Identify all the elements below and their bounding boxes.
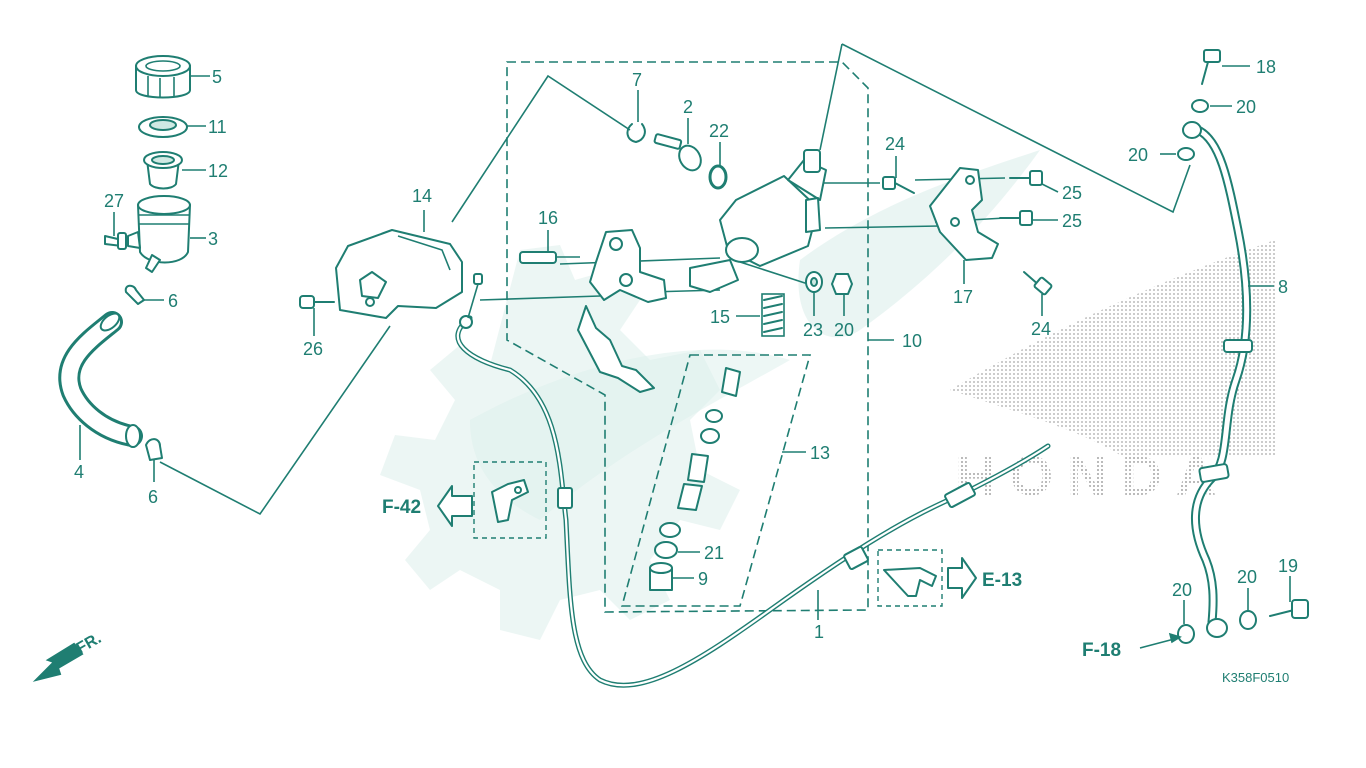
hose-clip-upper[interactable] (124, 284, 145, 305)
callout-12[interactable]: 12 (208, 161, 228, 181)
master-cylinder-cover[interactable] (335, 229, 463, 319)
front-direction-arrow: FR. (32, 630, 104, 682)
bolt-25-upper[interactable] (1009, 170, 1043, 186)
callout-24-upper[interactable]: 24 (885, 134, 905, 154)
callout-20-lower-b[interactable]: 20 (1237, 567, 1257, 587)
callout-18-upper[interactable]: 18 (1256, 57, 1276, 77)
callout-27[interactable]: 27 (104, 191, 124, 211)
callout-23[interactable]: 23 (803, 320, 823, 340)
reservoir-cap[interactable] (135, 55, 191, 99)
f42-inset-frame (473, 461, 547, 539)
clutch-hose[interactable] (1182, 121, 1253, 638)
f42-arrow[interactable] (437, 485, 473, 527)
tank-screw[interactable] (104, 232, 127, 250)
cover-bolt[interactable] (299, 295, 335, 309)
reservoir-hose[interactable] (58, 310, 143, 448)
callout-22[interactable]: 22 (709, 121, 729, 141)
lever-bracket[interactable] (589, 229, 667, 303)
banjo-bolt-lower[interactable] (1269, 599, 1309, 619)
callout-11[interactable]: 11 (208, 117, 227, 137)
clutch-cable[interactable] (455, 273, 1051, 688)
callout-18-lower[interactable]: 19 (1278, 556, 1298, 576)
f42-inset-part (491, 479, 529, 523)
return-spring[interactable] (761, 293, 785, 337)
callout-20-upper-b[interactable]: 20 (1128, 145, 1148, 165)
bracket-16[interactable] (929, 167, 999, 261)
ref-f18[interactable]: F-18 (1082, 640, 1121, 661)
callout-7[interactable]: 7 (632, 70, 642, 90)
callout-26[interactable]: 26 (303, 339, 323, 359)
sealing-washer-upper-a[interactable] (1191, 99, 1209, 113)
banjo-bolt-upper[interactable] (1201, 49, 1221, 85)
sealing-washer-lower-a[interactable] (1177, 624, 1195, 644)
lever-pivot-bolt[interactable] (653, 133, 705, 174)
e13-inset-part (883, 567, 937, 597)
callout-20-lower-a[interactable]: 20 (1172, 580, 1192, 600)
callout-15[interactable]: 15 (710, 307, 730, 327)
diaphragm[interactable] (143, 151, 183, 190)
callout-20-upper-a[interactable]: 20 (1236, 97, 1256, 117)
master-cylinder-body[interactable] (689, 149, 827, 293)
callout-24-lower[interactable]: 24 (1031, 319, 1051, 339)
hose-clip-lower[interactable] (145, 438, 163, 461)
callout-25-upper[interactable]: 25 (1062, 183, 1082, 203)
callout-1[interactable]: 1 (814, 622, 824, 642)
callout-14[interactable]: 14 (412, 186, 432, 206)
callout-5[interactable]: 5 (212, 67, 222, 87)
callout-6-upper[interactable]: 6 (168, 291, 178, 311)
reservoir-tank[interactable] (127, 195, 191, 273)
bolt-25-lower[interactable] (999, 210, 1033, 226)
callout-3[interactable]: 3 (208, 229, 218, 249)
bush-23[interactable] (805, 271, 823, 293)
lever-link[interactable] (577, 305, 655, 393)
callout-16[interactable]: 17 (953, 287, 973, 307)
diaphragm-plate[interactable] (138, 116, 188, 138)
circlip[interactable] (626, 123, 646, 143)
bolt-24-upper[interactable] (882, 176, 915, 194)
callout-13[interactable]: 13 (810, 443, 830, 463)
nut-19[interactable] (831, 273, 853, 295)
leader-lines (159, 43, 1191, 516)
callout-numbers: 5 11 12 27 3 6 4 6 14 26 16 7 2 22 15 23… (74, 57, 1298, 642)
diagram-code: K358F0510 (1222, 670, 1289, 685)
f18-arrow[interactable] (1139, 632, 1182, 649)
bolt-24-lower[interactable] (1023, 271, 1053, 296)
callout-6-lower[interactable]: 6 (148, 487, 158, 507)
piston-parts[interactable] (654, 367, 741, 559)
callout-9[interactable]: 9 (698, 569, 708, 589)
piston-kit-frame (620, 354, 812, 607)
callout-19[interactable]: 20 (834, 320, 854, 340)
callout-4[interactable]: 4 (74, 462, 84, 482)
callout-8[interactable]: 8 (1278, 277, 1288, 297)
callout-21[interactable]: 21 (704, 543, 724, 563)
sealing-washer-upper-b[interactable] (1177, 147, 1195, 161)
callout-2[interactable]: 2 (683, 97, 693, 117)
e13-arrow[interactable] (947, 557, 977, 599)
lever-pivot-bolt-17[interactable] (519, 251, 580, 264)
callout-leaders (79, 65, 1291, 624)
e13-inset-frame (877, 549, 943, 607)
master-cylinder-group-frame (506, 61, 869, 613)
ref-f42[interactable]: F-42 (382, 497, 421, 518)
o-ring[interactable] (708, 164, 728, 190)
ref-e13[interactable]: E-13 (982, 570, 1022, 591)
callout-10[interactable]: 10 (902, 331, 922, 351)
boot-9[interactable] (649, 562, 673, 591)
callout-25-lower[interactable]: 25 (1062, 211, 1082, 231)
callout-17[interactable]: 16 (538, 208, 558, 228)
sealing-washer-lower-b[interactable] (1239, 610, 1257, 630)
